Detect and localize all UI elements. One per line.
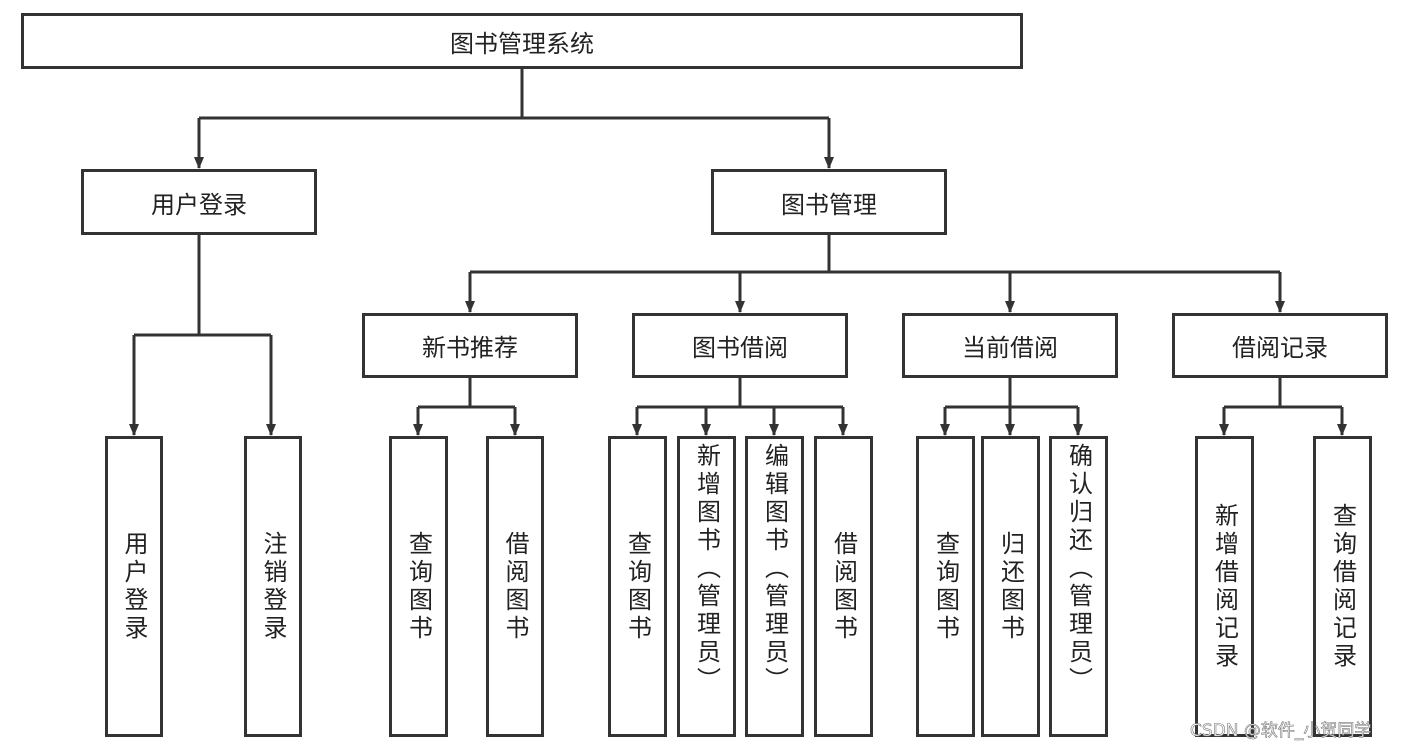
watermark: CSDN @软件_小贺同学 — [1190, 721, 1372, 742]
node-label: 用户登录 — [151, 190, 247, 219]
leaf-label: 注销登录 — [259, 530, 287, 643]
leaf-logout: 注销登录 — [244, 436, 302, 737]
leaf-label: 确认归还（管理员） — [1064, 443, 1093, 695]
leaf-label: 借阅图书 — [829, 530, 858, 643]
node-root: 图书管理系统 — [21, 13, 1023, 69]
leaf-label: 用户登录 — [120, 530, 148, 643]
leaf-edit-book-admin: 编辑图书（管理员） — [745, 436, 804, 737]
node-current-borrow: 当前借阅 — [902, 313, 1118, 378]
leaf-label: 查询图书 — [404, 530, 433, 643]
leaf-label: 查询图书 — [931, 530, 960, 643]
node-label: 借阅记录 — [1232, 334, 1328, 362]
node-label: 图书借阅 — [692, 334, 788, 362]
leaf-label: 借阅图书 — [501, 530, 529, 643]
leaf-query-book: 查询图书 — [389, 436, 448, 737]
leaf-label: 新增借阅记录 — [1210, 502, 1239, 671]
leaf-query-borrow-record: 查询借阅记录 — [1313, 436, 1372, 737]
leaf-return-book: 归还图书 — [981, 436, 1040, 737]
leaf-label: 编辑图书（管理员） — [760, 443, 789, 695]
node-label: 当前借阅 — [962, 334, 1058, 362]
leaf-label: 归还图书 — [996, 530, 1025, 643]
leaf-label: 查询借阅记录 — [1328, 502, 1357, 671]
node-book-management: 图书管理 — [711, 169, 947, 235]
leaf-borrow-book: 借阅图书 — [486, 436, 544, 737]
leaf-query-book: 查询图书 — [916, 436, 975, 737]
leaf-label: 新增图书（管理员） — [692, 443, 721, 695]
leaf-confirm-return-admin: 确认归还（管理员） — [1049, 436, 1108, 737]
node-label: 新书推荐 — [422, 334, 518, 362]
node-new-book-recommend: 新书推荐 — [362, 313, 578, 378]
node-label: 图书管理 — [781, 190, 877, 219]
leaf-borrow-book: 借阅图书 — [814, 436, 873, 737]
node-borrow-record: 借阅记录 — [1172, 313, 1388, 378]
leaf-add-borrow-record: 新增借阅记录 — [1195, 436, 1254, 737]
node-user-login: 用户登录 — [81, 169, 317, 235]
node-label: 图书管理系统 — [450, 29, 594, 58]
leaf-add-book-admin: 新增图书（管理员） — [677, 436, 736, 737]
node-book-borrow: 图书借阅 — [632, 313, 848, 378]
leaf-query-book: 查询图书 — [608, 436, 667, 737]
leaf-user-login: 用户登录 — [105, 436, 163, 737]
leaf-label: 查询图书 — [623, 530, 652, 643]
